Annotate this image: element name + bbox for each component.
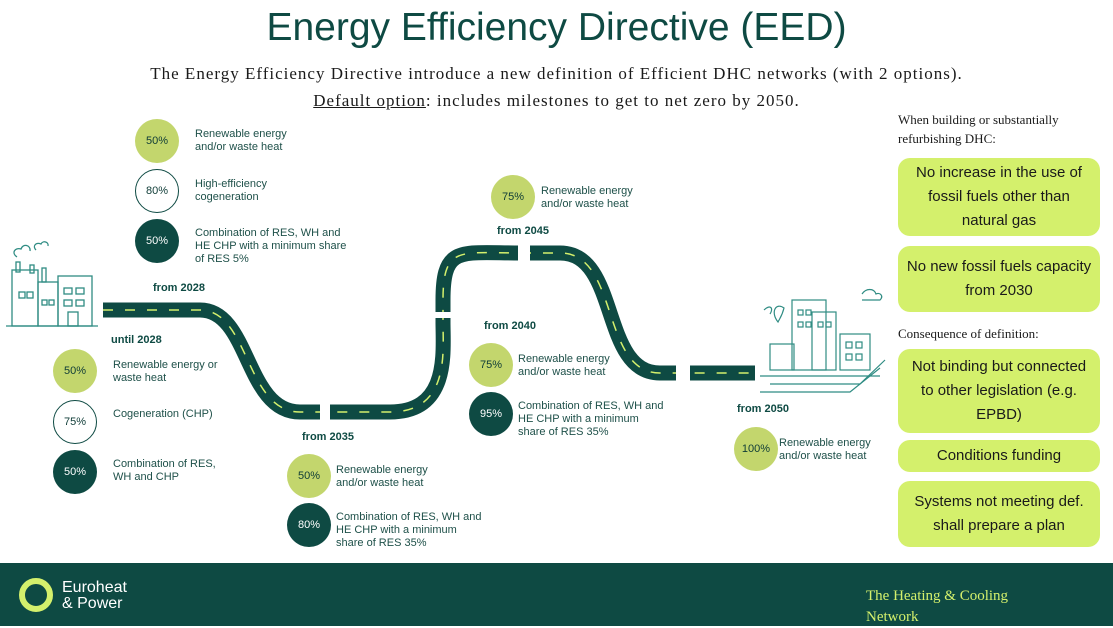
badge-label: Renewable energy and/or waste heat xyxy=(518,353,610,378)
percent-badge: 50% xyxy=(53,450,97,494)
percent-badge: 50% xyxy=(135,219,179,263)
milestone-label-2050: from 2050 xyxy=(737,403,789,415)
milestone-label-2040: from 2040 xyxy=(484,320,536,332)
badge-label: Cogeneration (CHP) xyxy=(113,408,213,420)
factory-icon xyxy=(6,241,98,327)
badge-label: High-efficiency cogeneration xyxy=(195,178,267,203)
road-gap xyxy=(320,402,330,422)
road-gap xyxy=(435,312,451,318)
road-gap xyxy=(518,243,530,263)
milestone-label-until-2028: until 2028 xyxy=(111,334,162,346)
percent-badge: 75% xyxy=(469,343,513,387)
percent-badge: 75% xyxy=(491,175,535,219)
percent-badge: 50% xyxy=(287,454,331,498)
road-center-line xyxy=(103,251,755,413)
tagline-line-1: The Heating & Cooling xyxy=(866,588,1009,604)
percent-badge: 50% xyxy=(53,349,97,393)
badge-label: Combination of RES, WH and HE CHP with a… xyxy=(336,511,482,549)
city-icon xyxy=(760,288,886,393)
badge-label: Renewable energy and/or waste heat xyxy=(779,437,871,462)
logo-ring-icon xyxy=(19,578,53,612)
default-option-text: : includes milestones to get to net zero… xyxy=(425,91,800,110)
right-heading-building: When building or substantially refurbish… xyxy=(898,112,1059,146)
logo-text: Euroheat& Power xyxy=(62,580,127,612)
percent-badge: 100% xyxy=(734,427,778,471)
badge-label: Renewable energy or waste heat xyxy=(113,359,218,384)
badge-label: Renewable energy and/or waste heat xyxy=(336,464,428,489)
milestone-label-2045: from 2045 xyxy=(497,225,549,237)
percent-badge: 80% xyxy=(287,503,331,547)
percent-badge: 50% xyxy=(135,119,179,163)
condition-box: No increase in the use of fossil fuels o… xyxy=(898,158,1100,236)
percent-badge: 80% xyxy=(135,169,179,213)
tagline-line-2: Network xyxy=(866,609,919,625)
right-heading-consequence: Consequence of definition: xyxy=(898,326,1039,341)
milestone-label-2035: from 2035 xyxy=(302,431,354,443)
percent-badge: 95% xyxy=(469,392,513,436)
badge-label: Combination of RES, WH and HE CHP with a… xyxy=(518,400,664,438)
condition-box: No new fossil fuels capacity from 2030 xyxy=(898,246,1100,312)
badge-label: Renewable energy and/or waste heat xyxy=(541,185,633,210)
consequence-box: Conditions funding xyxy=(898,440,1100,472)
page-title: Energy Efficiency Directive (EED) xyxy=(266,6,847,49)
badge-label: Combination of RES, WH and HE CHP with a… xyxy=(195,227,347,265)
footer-bar xyxy=(0,563,1113,626)
logo-line-1: Euroheat xyxy=(62,579,127,596)
default-option-label: Default option xyxy=(313,91,426,110)
road-path xyxy=(103,245,755,420)
subtitle-line-2: Default option: includes milestones to g… xyxy=(0,91,1113,111)
badge-label: Renewable energy and/or waste heat xyxy=(195,128,287,153)
road-gap xyxy=(676,363,690,383)
logo-line-2: & Power xyxy=(62,595,123,612)
badge-label: Combination of RES, WH and CHP xyxy=(113,458,216,483)
consequence-box: Not binding but connected to other legis… xyxy=(898,349,1100,433)
milestone-label-2028: from 2028 xyxy=(153,282,205,294)
milestone-road xyxy=(6,241,886,422)
percent-badge: 75% xyxy=(53,400,97,444)
consequence-box: Systems not meeting def. shall prepare a… xyxy=(898,481,1100,547)
subtitle-line-1: The Energy Efficiency Directive introduc… xyxy=(150,64,963,83)
